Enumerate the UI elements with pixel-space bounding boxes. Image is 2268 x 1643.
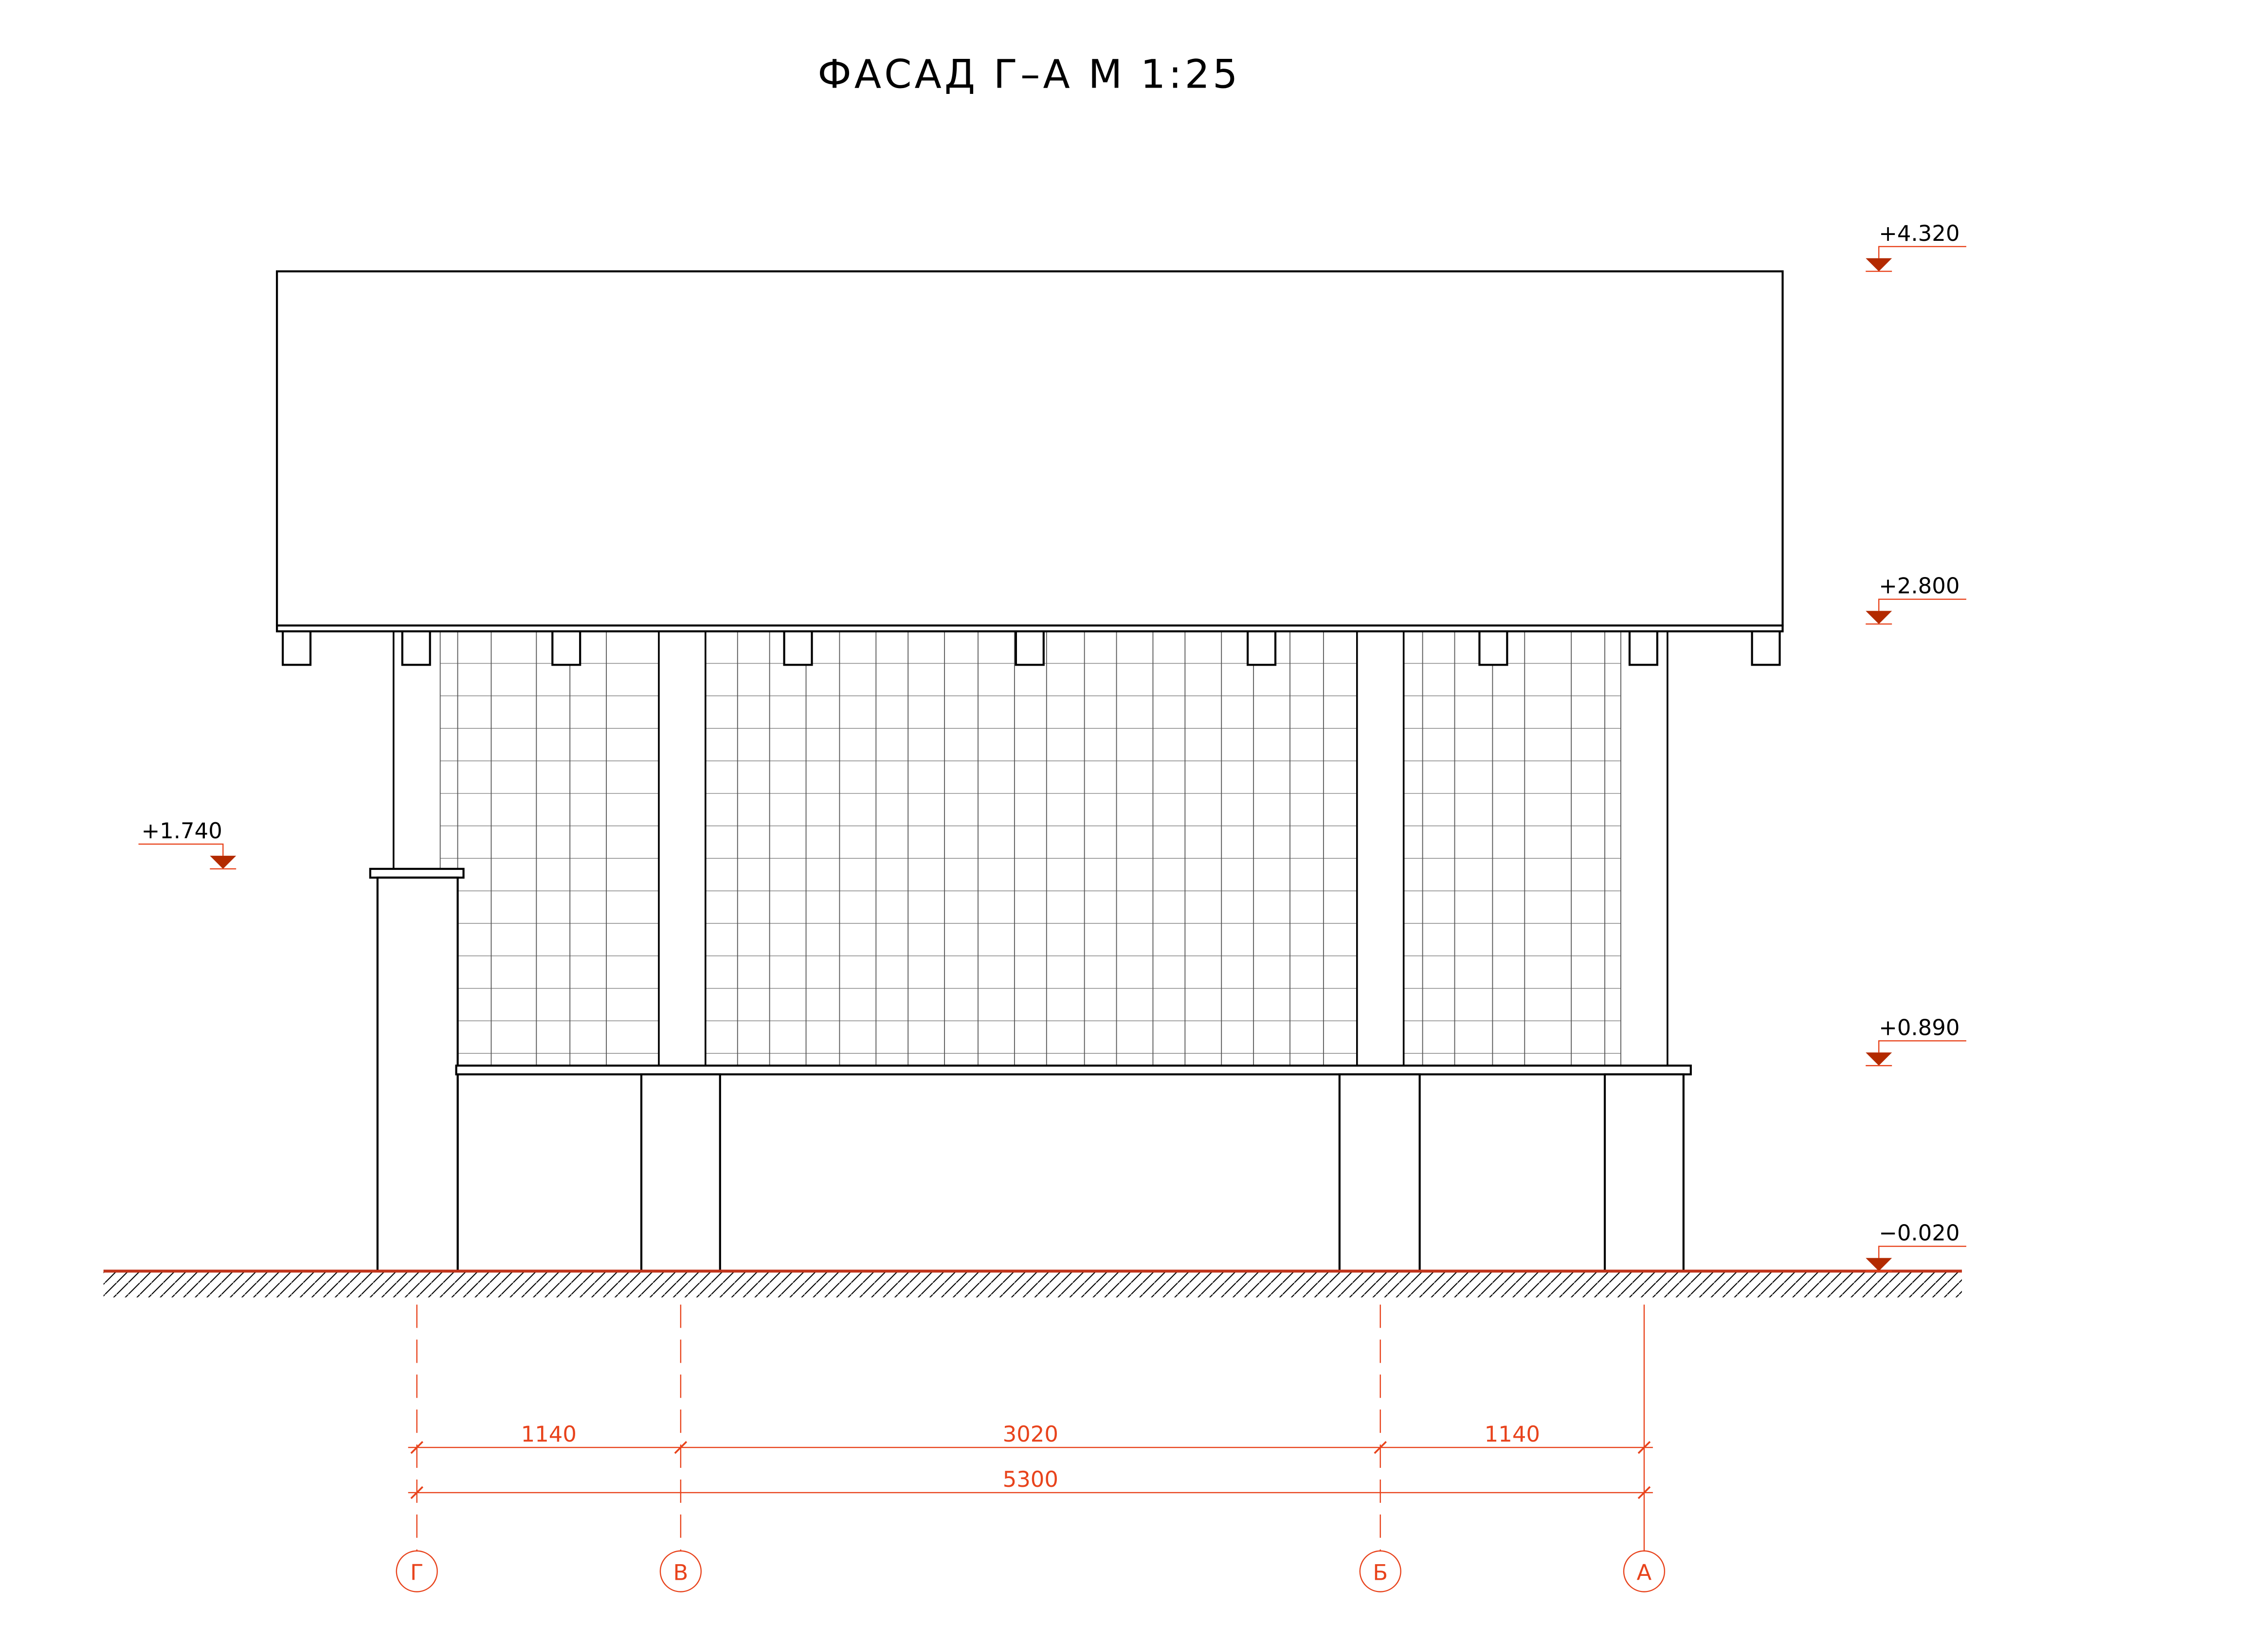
- rafter-end: [783, 630, 813, 666]
- dimension-tick: [1374, 1441, 1387, 1454]
- axis-label: Б: [1373, 1560, 1388, 1586]
- rafter-end: [1247, 630, 1277, 666]
- level-leader: [1878, 1040, 1966, 1053]
- level-marker-icon: [1866, 1052, 1892, 1066]
- dimension-total: 5300: [1003, 1466, 1058, 1492]
- wall-cladding: [392, 631, 1669, 1066]
- rafter-ends: [282, 630, 1781, 666]
- dimension-tick: [1637, 1441, 1651, 1454]
- level-marks: +4.320 +2.800 +0.890 −0.020 +1.740: [138, 220, 1966, 1272]
- post-cap: [369, 867, 465, 879]
- pier: [1603, 1073, 1685, 1272]
- pier: [1338, 1073, 1421, 1272]
- deck-board: [455, 1065, 1692, 1076]
- level-label: +4.320: [1879, 220, 1960, 246]
- level-label: +2.800: [1879, 573, 1960, 599]
- level-marker-icon: [1866, 611, 1892, 624]
- axis-bubble: [1359, 1550, 1401, 1592]
- dimension-tick: [410, 1441, 423, 1454]
- level-label: −0.020: [1879, 1220, 1960, 1246]
- level-label: +0.890: [1879, 1014, 1960, 1040]
- rafter-end: [1478, 630, 1508, 666]
- dimension-value: 3020: [1003, 1421, 1058, 1447]
- level-marker-icon: [1866, 1258, 1892, 1271]
- rafter-end: [401, 630, 431, 666]
- dimension-tick: [674, 1441, 688, 1454]
- level-leader: [138, 843, 224, 856]
- rafter-end: [1751, 630, 1781, 666]
- dimension-value: 1140: [521, 1421, 577, 1447]
- axis-label: В: [673, 1560, 688, 1586]
- axis-bubble: [659, 1550, 702, 1592]
- dimension-tick: [1637, 1486, 1651, 1499]
- roof: [276, 270, 1784, 627]
- rafter-end: [282, 630, 312, 666]
- axis-label: Г: [410, 1560, 423, 1586]
- level-leader: [1878, 598, 1966, 611]
- dimension-lines: 1140 3020 1140 5300: [408, 1421, 1653, 1499]
- level-marker-icon: [1866, 258, 1892, 271]
- rafter-end: [1015, 630, 1045, 666]
- pier: [640, 1073, 721, 1272]
- corner-post: [376, 876, 459, 1272]
- level-leader: [1878, 246, 1966, 258]
- level-label: +1.740: [142, 818, 222, 844]
- rafter-end: [1628, 630, 1658, 666]
- axis-bubble: [1623, 1550, 1666, 1592]
- drawing-title: ФАСАД Г–А М 1:25: [817, 52, 1240, 97]
- dimension-value: 1140: [1485, 1421, 1540, 1447]
- axis-bubble: [396, 1550, 438, 1592]
- level-leader: [1878, 1246, 1966, 1258]
- level-marker-icon: [210, 855, 236, 869]
- axis-label: А: [1637, 1560, 1652, 1586]
- ground-hatch: [103, 1271, 1962, 1298]
- rafter-end: [551, 630, 581, 666]
- dimension-tick: [410, 1486, 423, 1499]
